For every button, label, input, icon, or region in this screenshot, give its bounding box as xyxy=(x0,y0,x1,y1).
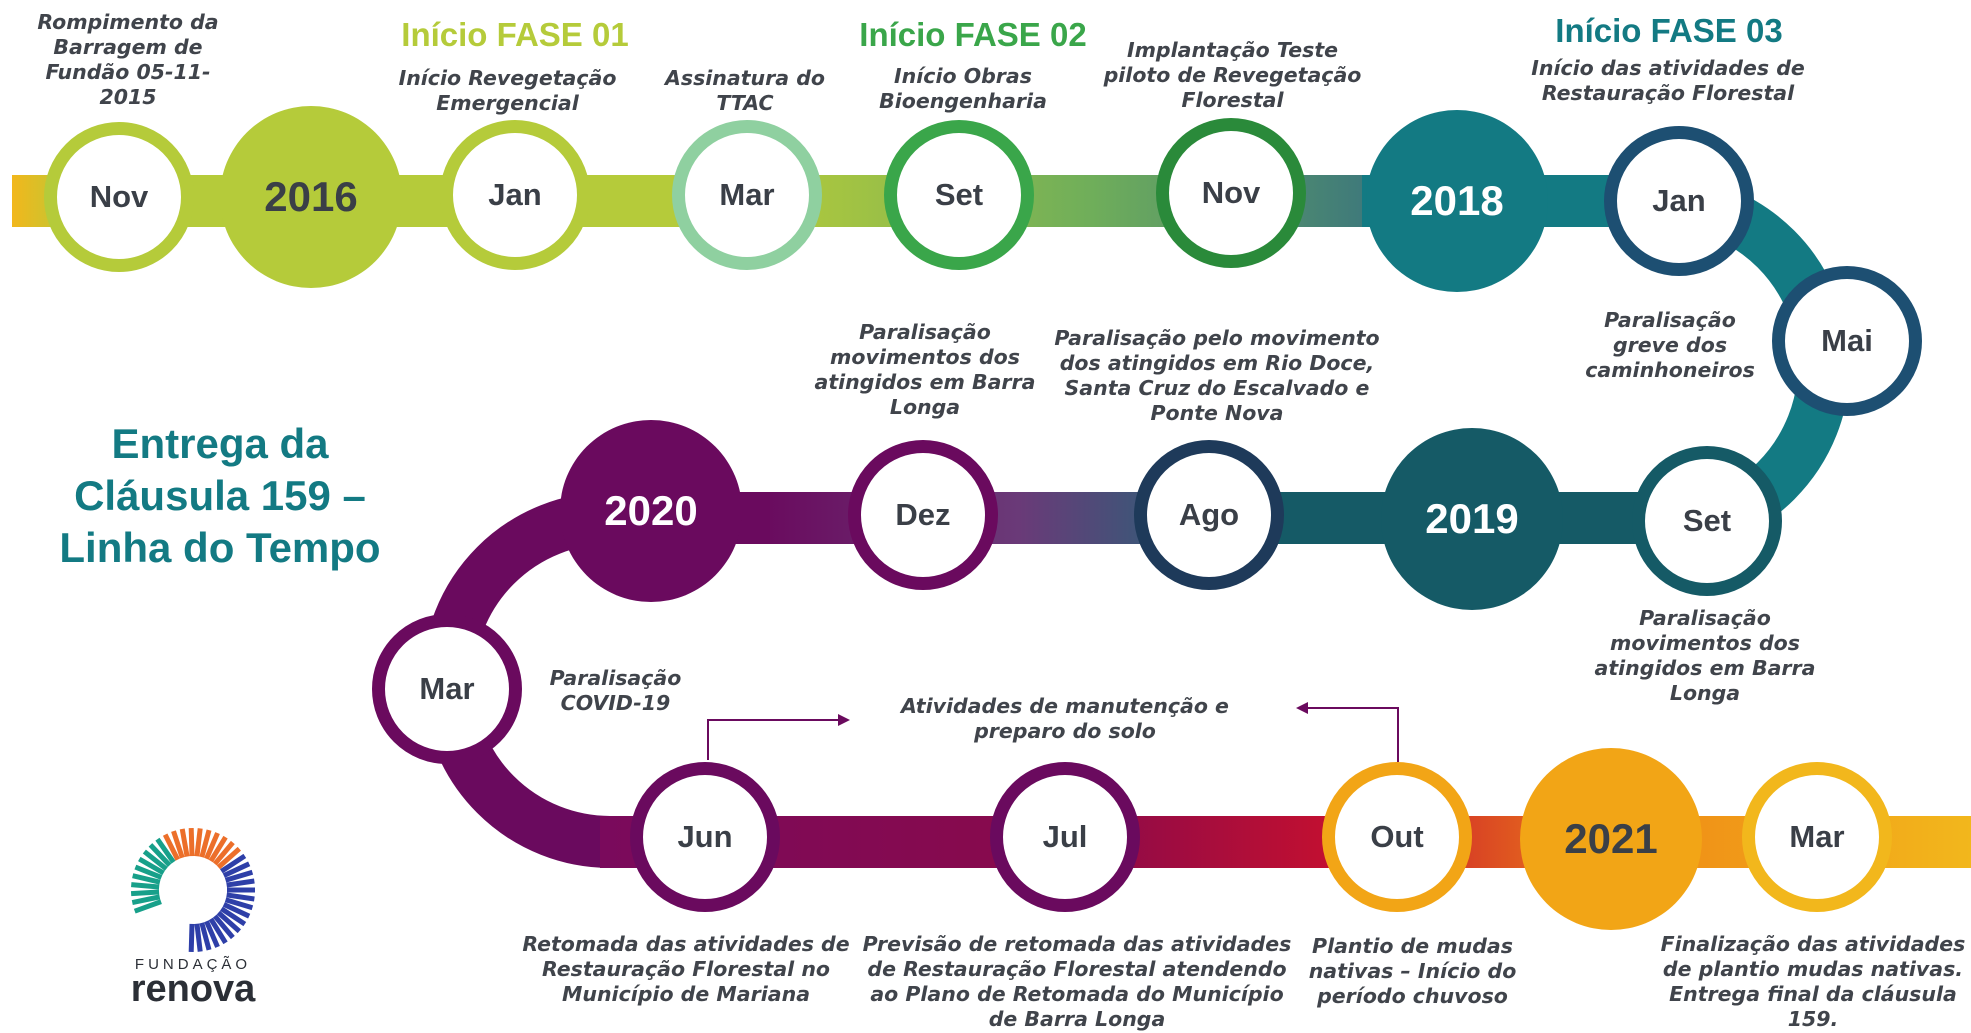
fundacao-renova-logo: FUNDAÇÃO renova xyxy=(118,818,268,1010)
logo-ray xyxy=(194,828,203,857)
event-caminhoneiros: Paralisação greve dos caminhoneiros xyxy=(1585,308,1755,382)
event-finalizacao: Finalização das atividades de plantio mu… xyxy=(1660,932,1966,1031)
logo-ray xyxy=(179,828,190,857)
event-manutencao: Atividades de manutenção e preparo do so… xyxy=(901,694,1229,743)
node-set-2016: Set xyxy=(884,120,1034,270)
node-year-2021: 2021 xyxy=(1520,748,1702,930)
logo-ray xyxy=(132,873,161,885)
event-ttac: Assinatura do TTAC xyxy=(665,66,825,115)
logo-ray xyxy=(204,920,220,948)
event-previsao: Previsão de retomada das atividades de R… xyxy=(862,932,1292,1031)
logo-ray xyxy=(212,840,235,866)
phase-02-heading: Início FASE 02 xyxy=(859,16,1087,53)
node-mar-2021: Mar xyxy=(1742,762,1892,912)
logo-word-fundacao: FUNDAÇÃO xyxy=(134,956,252,973)
main-title: Entrega da Cláusula 159 – Linha do Tempo xyxy=(59,420,381,571)
node-ago-2019: Ago xyxy=(1134,440,1284,590)
event-plantio: Plantio de mudas nativas – Início do per… xyxy=(1308,934,1517,1008)
logo-ray xyxy=(226,892,255,902)
node-year-2016: 2016 xyxy=(220,106,402,288)
renova-sunburst-icon xyxy=(130,827,255,953)
logo-ray xyxy=(208,917,228,945)
event-piloto: Implantação Teste piloto de Revegetação … xyxy=(1103,38,1362,112)
logo-ray xyxy=(194,923,203,952)
logo-word-renova: renova xyxy=(130,968,256,1010)
logo-ray xyxy=(131,894,161,905)
logo-ray xyxy=(138,856,165,876)
node-mar-2016: Mar xyxy=(672,120,822,270)
phase-03-heading: Início FASE 03 xyxy=(1555,12,1783,49)
logo-ray xyxy=(199,922,212,951)
node-mai-2018: Mai xyxy=(1772,266,1922,416)
event-bioengenharia: Início Obras Bioengenharia xyxy=(879,64,1047,113)
logo-ray xyxy=(142,849,168,871)
logo-ray xyxy=(216,910,241,934)
logo-ray xyxy=(134,864,163,880)
node-year-2020: 2020 xyxy=(560,420,742,602)
logo-ray xyxy=(130,889,160,897)
logo-ray xyxy=(131,882,160,890)
logo-ray xyxy=(216,846,241,870)
node-out-2020: Out xyxy=(1322,762,1472,912)
phase-01-heading: Início FASE 01 xyxy=(401,16,629,53)
event-barra-longa-2: Paralisação movimentos dos atingidos em … xyxy=(1594,606,1816,705)
logo-ray xyxy=(212,914,235,940)
node-nov-2017: Nov xyxy=(1156,118,1306,268)
logo-ray xyxy=(188,923,195,953)
logo-ray xyxy=(208,835,228,863)
node-jan-2016: Jan xyxy=(440,120,590,270)
logo-ray xyxy=(220,853,247,874)
node-year-2019: 2019 xyxy=(1381,428,1563,610)
event-restauracao: Início das atividades de Restauração Flo… xyxy=(1531,56,1805,105)
logo-ray xyxy=(226,878,255,888)
logo-ray xyxy=(222,861,251,878)
event-mariana: Retomada das atividades de Restauração F… xyxy=(522,932,850,1006)
logo-ray xyxy=(220,906,247,927)
logo-ray xyxy=(148,843,172,867)
event-rio-doce: Paralisação pelo movimento dos atingidos… xyxy=(1054,326,1380,425)
node-jul-2020: Jul xyxy=(990,762,1140,912)
logo-ray xyxy=(204,832,220,860)
logo-ray xyxy=(224,869,254,883)
logo-ray xyxy=(162,833,180,861)
node-set-2018: Set xyxy=(1632,446,1782,596)
node-mar-2020: Mar xyxy=(372,614,522,764)
event-barra-longa-1: Paralisação movimentos dos atingidos em … xyxy=(814,320,1036,419)
event-revegetacao: Início Revegetação Emergencial xyxy=(398,66,617,115)
logo-ray xyxy=(188,827,195,857)
event-rompimento: Rompimento da Barragem de Fundão 05-11-2… xyxy=(37,10,219,109)
logo-ray xyxy=(155,837,176,864)
logo-ray xyxy=(199,829,212,858)
logo-ray xyxy=(222,902,251,919)
node-dez-2019: Dez xyxy=(848,440,998,590)
node-nov-2015: Nov xyxy=(44,122,194,272)
node-jun-2020: Jun xyxy=(630,762,780,912)
node-year-2018: 2018 xyxy=(1366,110,1548,292)
logo-ray xyxy=(224,897,254,911)
event-covid: Paralisação COVID-19 xyxy=(549,666,682,715)
logo-ray xyxy=(133,899,162,914)
logo-ray xyxy=(171,830,185,859)
node-jan-2018: Jan xyxy=(1604,126,1754,276)
